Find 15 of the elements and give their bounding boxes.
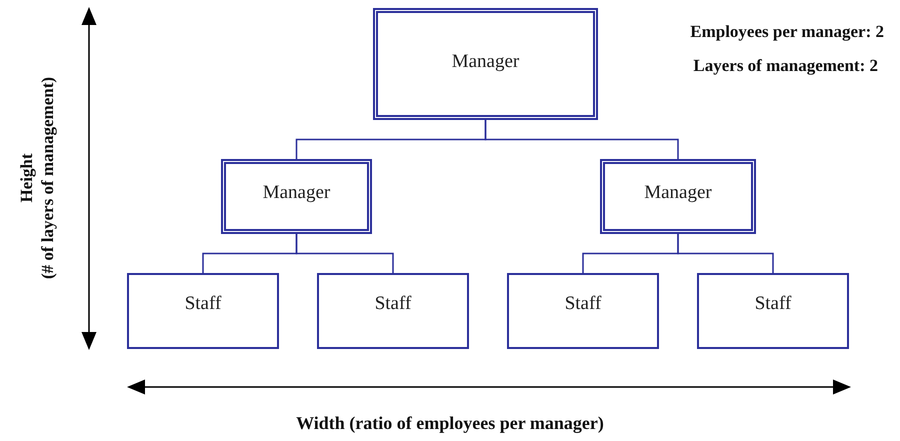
axis-label: Height: [17, 153, 37, 203]
connector-line: [484, 120, 679, 159]
axis-label: (# of layers of management): [38, 76, 58, 280]
staff-box: Staff: [697, 273, 849, 349]
staff-box: Staff: [127, 273, 279, 349]
staff-box: Staff: [507, 273, 659, 349]
manager-box: Manager: [373, 8, 598, 120]
manager-box: Manager: [600, 159, 756, 234]
stat-label: Employees per manager: 2: [690, 22, 884, 42]
axis-label: Width (ratio of employees per manager): [296, 413, 604, 434]
manager-box: Manager: [221, 159, 372, 234]
stat-label: Layers of management: 2: [693, 56, 878, 76]
connector-line: [296, 234, 394, 273]
connector-line: [677, 234, 774, 273]
staff-box: Staff: [317, 273, 469, 349]
